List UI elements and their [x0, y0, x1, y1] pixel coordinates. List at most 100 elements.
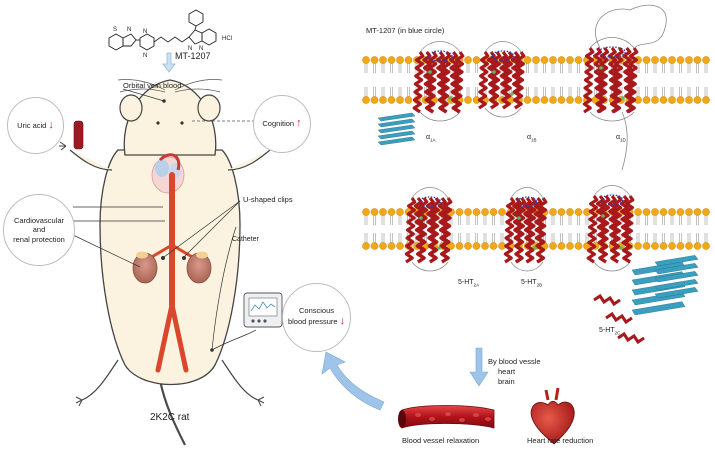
lipid-head: [498, 208, 506, 216]
lipid-head: [685, 208, 693, 216]
atom-n-label: N: [143, 53, 147, 59]
cardio-line-1: Cardiovascular: [13, 215, 64, 225]
lipid-head: [574, 96, 583, 104]
lipid-head: [481, 208, 489, 216]
lipid-head: [574, 56, 583, 64]
receptor-a1b-structure: [477, 41, 526, 118]
lipid-head: [651, 56, 659, 64]
cognition-circle: Cognition↑: [253, 95, 311, 153]
dose-arrow: [162, 52, 176, 73]
lipid-head: [693, 96, 702, 104]
lipid-head: [566, 96, 574, 104]
uric-acid-label: Uric acid: [17, 120, 47, 130]
rat-kidneys: [132, 251, 212, 284]
helix: [535, 197, 548, 264]
lipid-head: [574, 242, 583, 250]
lipid-head: [557, 242, 566, 250]
lipid-head: [685, 242, 693, 250]
lipid-head: [702, 56, 710, 64]
helix: [425, 51, 438, 114]
lipid-head: [659, 56, 668, 64]
receptor-structures: [377, 4, 699, 345]
lipid-head: [396, 96, 404, 104]
beta-strand: [654, 287, 699, 299]
receptor-5ht2c-structure: [586, 185, 635, 272]
receptor-a1d-loop: [595, 4, 667, 49]
receptor-5ht2c-label: 5-HT2C: [599, 327, 621, 336]
cardio-line-2: and: [32, 225, 46, 235]
lipid-head: [532, 56, 540, 64]
lipid-head: [472, 56, 481, 64]
helix: [586, 195, 599, 264]
rat-illustration: [59, 79, 281, 446]
clip-marker: [182, 256, 186, 260]
receptor-a1d-tail: [621, 111, 628, 171]
lipid-head: [362, 242, 370, 250]
lipid-head: [668, 208, 676, 216]
cardio-line-3: renal protection: [13, 234, 65, 244]
blood-tube: [73, 120, 84, 150]
lipid-head: [676, 96, 685, 104]
lipid-head: [549, 56, 557, 64]
lipid-head: [370, 96, 379, 104]
receptor-a1d-label: α1D: [616, 134, 626, 143]
pathway-line-1: By blood vessle: [488, 357, 541, 366]
heart-image: [530, 387, 575, 445]
lipid-head: [379, 242, 387, 250]
lipid-head: [693, 208, 702, 216]
lipid-head: [566, 56, 574, 64]
ligand-circle: [491, 50, 515, 62]
beta-strand: [377, 112, 416, 122]
ligand-circle: [418, 196, 442, 208]
lipid-head: [532, 96, 540, 104]
lipid-head: [379, 96, 387, 104]
helix: [452, 51, 465, 114]
beta-strand: [654, 271, 699, 283]
blood-vessel-image: [398, 405, 495, 429]
helix: [412, 51, 425, 114]
return-arrow: [321, 351, 385, 411]
helix: [501, 51, 514, 110]
lipid-head: [455, 242, 464, 250]
ligand-circle: [516, 196, 538, 208]
lipid-head: [447, 242, 455, 250]
helix: [513, 51, 526, 110]
up-arrow-icon: ↑: [296, 117, 302, 130]
lipid-head: [472, 208, 481, 216]
pointer-lines: [72, 88, 257, 352]
down-arrow-icon: ↓: [339, 315, 346, 328]
lipid-head: [370, 242, 379, 250]
receptor-5ht2c-domain-b: [654, 255, 699, 299]
lipid-head: [396, 56, 404, 64]
cognition-label: Cognition: [262, 119, 295, 129]
vessel-relaxation-label: Blood vessel relaxation: [402, 436, 480, 445]
helix: [503, 197, 516, 264]
right-title: MT-1207 (in blue circle): [366, 26, 445, 35]
lipid-head: [387, 242, 396, 250]
lipid-head: [387, 208, 396, 216]
uric-acid-circle: Uric acid↓: [7, 97, 64, 154]
bp-line-2: blood pressure: [287, 317, 338, 327]
lipid-head: [464, 208, 472, 216]
helix: [617, 331, 645, 345]
helix: [525, 197, 537, 264]
lipid-head: [676, 56, 685, 64]
lipid-head: [642, 56, 651, 64]
helix: [489, 51, 502, 110]
lipid-head: [549, 242, 557, 250]
beta-strand: [631, 301, 686, 316]
beta-strand: [654, 263, 699, 275]
lipid-head: [676, 242, 685, 250]
helix: [582, 47, 595, 114]
lipid-head: [659, 208, 668, 216]
lipid-head: [685, 56, 693, 64]
lipid-head: [464, 242, 472, 250]
lipid-head: [651, 242, 659, 250]
lipid-head: [702, 242, 710, 250]
lipid-head: [549, 208, 557, 216]
lipid-head: [642, 208, 651, 216]
lipid-head: [634, 208, 642, 216]
lipid-head: [676, 208, 685, 216]
lipid-head: [659, 96, 668, 104]
lipid-head: [362, 208, 370, 216]
